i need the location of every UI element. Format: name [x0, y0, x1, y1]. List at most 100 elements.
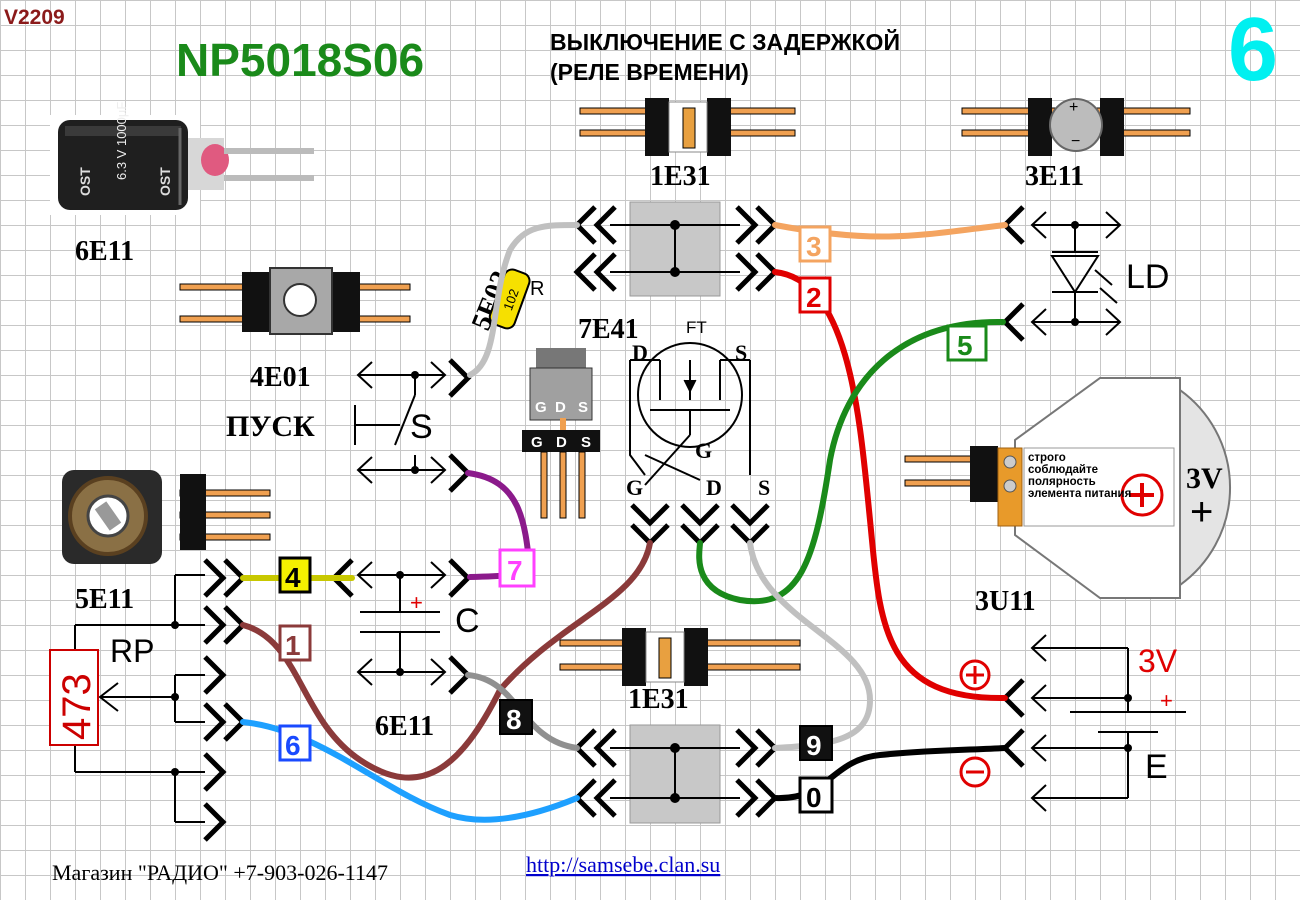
cap-letter: C	[455, 602, 480, 640]
mosfet-ft: FT	[686, 318, 707, 337]
trimmer-component	[62, 470, 271, 564]
wire-resistor	[467, 222, 580, 378]
mosfet-package	[522, 348, 600, 519]
mosfet-package-pins: G D S G D S	[531, 399, 591, 451]
led-letter: LD	[1126, 258, 1169, 296]
cap-photo-text: 6.3 V 1000µF	[114, 102, 129, 180]
source-voltage: 3V	[1138, 643, 1178, 679]
svg-text:−: −	[1071, 133, 1080, 150]
wire-tag-8: 8	[499, 699, 533, 735]
svg-text:D: D	[706, 475, 722, 500]
svg-text:2: 2	[806, 282, 822, 313]
resistor-value: 102	[500, 287, 522, 313]
svg-text:D: D	[555, 399, 566, 416]
model-title: NP5018S06	[176, 34, 424, 86]
wire-5	[696, 318, 1006, 605]
wire-tag-9: 9	[799, 725, 833, 761]
mosfet-schematic	[629, 342, 751, 486]
wire-tags: 3 2 5 4 7 1 6 8 9 0	[278, 225, 988, 814]
trimmer-letters: RP	[110, 633, 154, 669]
trimmer-schematic	[74, 574, 205, 823]
battery-holder-label: 3U11	[975, 586, 1036, 617]
jumper-top-photo	[579, 98, 796, 156]
trimmer-value: 473	[55, 673, 99, 740]
wire-tag-1: 1	[278, 624, 312, 662]
svg-text:0: 0	[806, 782, 822, 813]
jumper-top-block	[573, 201, 779, 297]
button-label: 4E01	[250, 362, 311, 393]
switch-letter: S	[410, 408, 433, 446]
svg-text:G: G	[626, 475, 643, 500]
source-plus: +	[1160, 688, 1173, 713]
wire-tag-2: 2	[798, 276, 832, 314]
wire-tag-6: 6	[278, 724, 312, 762]
polarity-minus-icon	[959, 756, 991, 788]
trimmer-value-box	[49, 649, 99, 746]
svg-text:8: 8	[506, 704, 522, 735]
title-line-2: (РЕЛЕ ВРЕМЕНИ)	[550, 59, 749, 85]
footer-shop: Магазин "РАДИО" +7-903-026-1147	[52, 860, 388, 885]
battery-note: строго соблюдайте полярность элемента пи…	[1028, 452, 1132, 500]
resistor-component: 102	[488, 268, 531, 330]
svg-text:G: G	[535, 399, 547, 416]
svg-text:5: 5	[957, 330, 973, 361]
mosfet-terminals	[630, 503, 770, 547]
title-line-1: ВЫКЛЮЧЕНИЕ С ЗАДЕРЖКОЙ	[550, 28, 900, 55]
svg-text:G: G	[695, 438, 712, 463]
svg-text:1: 1	[285, 630, 301, 661]
mosfet-pin-letters: D S G G D S	[626, 340, 770, 500]
battery-voltage-label: 3V	[1186, 462, 1223, 495]
svg-text:S: S	[578, 399, 588, 416]
battery-terminals	[1001, 678, 1025, 768]
svg-text:6: 6	[285, 730, 301, 761]
svg-text:OST: OST	[77, 167, 93, 196]
pushbutton-component	[179, 267, 411, 335]
battery-plus-photo: +	[1190, 490, 1213, 534]
svg-text:S: S	[735, 340, 747, 365]
version-label: V2209	[4, 6, 65, 29]
wire-tag-0: 0	[798, 776, 834, 814]
battery-holder-photo	[904, 377, 1231, 599]
jumper-bottom-photo	[559, 628, 801, 686]
capacitor-label: 6E11	[375, 711, 434, 742]
svg-text:S: S	[758, 475, 770, 500]
battery-letter: E	[1145, 748, 1168, 786]
svg-text:D: D	[632, 340, 648, 365]
mosfet-label: 7E41	[578, 314, 639, 345]
capacitor-photo: OST 6.3 V 1000µF OST	[50, 102, 314, 215]
trimmer-terminals	[203, 558, 247, 842]
capacitor-schematic	[356, 561, 447, 686]
svg-text:OST: OST	[157, 167, 173, 196]
led-schematic	[1001, 205, 1122, 342]
svg-text:D: D	[556, 434, 567, 451]
wire-1	[240, 540, 653, 781]
switch-terminals	[448, 358, 472, 493]
svg-text:4: 4	[285, 562, 301, 593]
page-number: 6	[1228, 0, 1278, 100]
jumper-bottom-label: 1E31	[628, 684, 689, 715]
battery-note-box: строго соблюдайте полярность элемента пи…	[1028, 452, 1132, 500]
svg-text:7: 7	[507, 555, 523, 586]
svg-text:G: G	[531, 434, 543, 451]
led-photo: + −	[961, 98, 1191, 156]
wire-2	[772, 269, 1008, 702]
svg-text:+: +	[410, 590, 423, 615]
wire-tag-5: 5	[946, 324, 988, 362]
wire-tag-7: 7	[498, 548, 536, 588]
jumper-top-label: 1E31	[650, 161, 711, 192]
led-label: 3E11	[1025, 161, 1084, 192]
trimmer-label: 5E11	[75, 584, 134, 615]
wire-tag-4: 4	[278, 556, 312, 594]
svg-text:+: +	[1069, 99, 1078, 116]
polarity-plus-icon	[959, 659, 991, 691]
svg-text:9: 9	[806, 730, 822, 761]
svg-text:3: 3	[806, 231, 822, 262]
cap-photo-label: 6E11	[75, 236, 134, 267]
footer-url-link[interactable]: http://samsebe.clan.su	[526, 852, 720, 877]
svg-text:S: S	[581, 434, 591, 451]
jumper-bottom-block	[573, 724, 779, 824]
start-label: ПУСК	[226, 410, 315, 443]
wire-tag-3: 3	[798, 225, 832, 263]
